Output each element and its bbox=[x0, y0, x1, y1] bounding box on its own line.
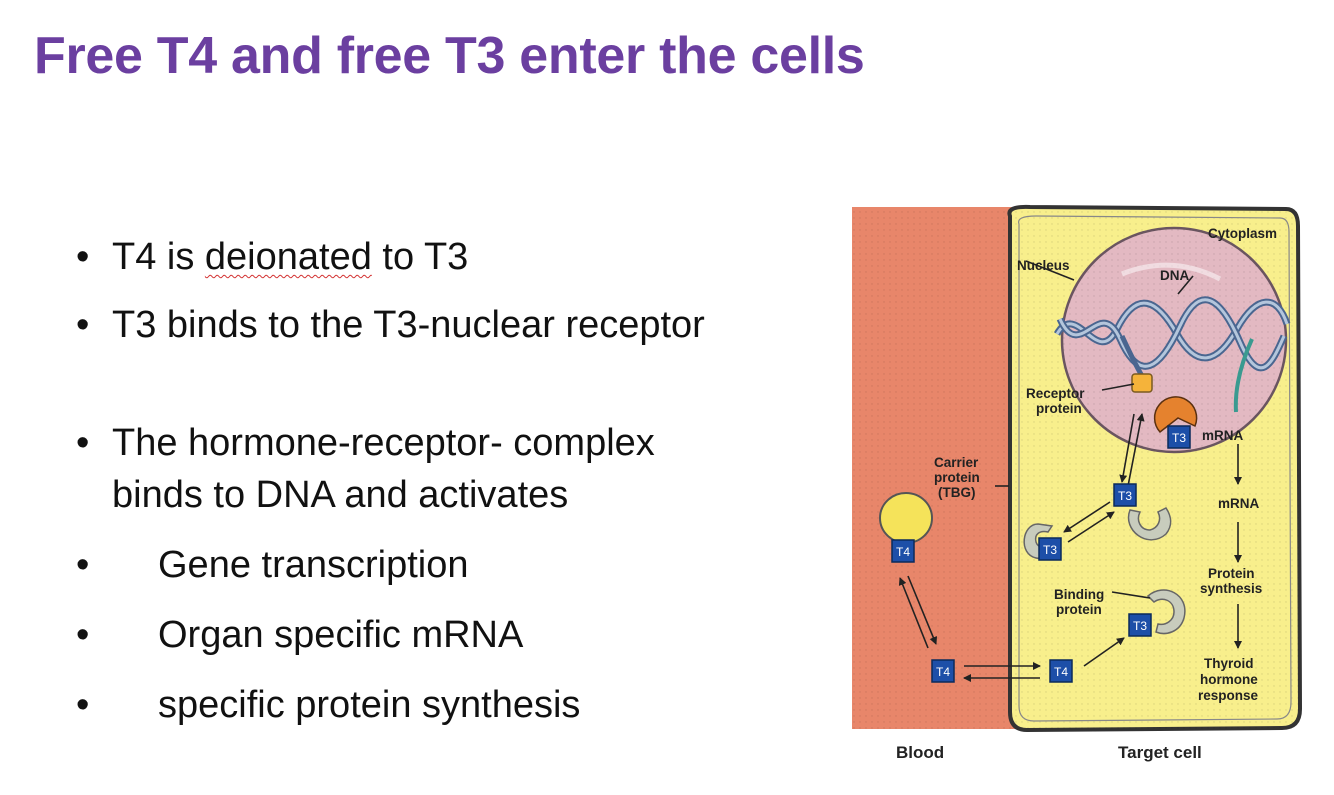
slide-title: Free T4 and free T3 enter the cells bbox=[34, 27, 865, 85]
label-protein-synthesis-line1: Protein bbox=[1208, 566, 1255, 581]
label-target-cell: Target cell bbox=[1118, 743, 1202, 762]
hormone-tag-label: T3 bbox=[1172, 431, 1186, 445]
bullet-text: T4 is deionated to T3 bbox=[112, 234, 468, 280]
hormone-tag-box bbox=[1128, 613, 1152, 637]
thyroid-hormone-action-diagram: T4 T4 T4 T3 T3 T3 T3 Cytoplasm Nucleus D… bbox=[852, 204, 1302, 762]
arrow-receptor-to-t3 bbox=[1119, 413, 1135, 483]
arrow-t4-to-carrier bbox=[898, 577, 929, 649]
label-response-line3: response bbox=[1198, 688, 1259, 703]
diagram-labels: Cytoplasm Nucleus DNA Receptor protein m… bbox=[934, 226, 1277, 703]
bullet-text: specific protein synthesis bbox=[158, 684, 581, 726]
hormone-t4-carrier: T4 bbox=[891, 539, 915, 563]
arrow-binding-to-t3 bbox=[1067, 511, 1115, 543]
spellcheck-flagged-word: deionated bbox=[204, 236, 372, 278]
label-mrna-nucleus: mRNA bbox=[1202, 428, 1244, 443]
label-dna: DNA bbox=[1160, 268, 1189, 283]
leader-binding bbox=[1111, 591, 1151, 599]
binding-protein-lower bbox=[1146, 589, 1186, 635]
bullet-text-start: T4 is bbox=[112, 236, 205, 278]
leader-dna bbox=[1177, 275, 1194, 295]
label-carrier-line1: Carrier bbox=[934, 455, 979, 470]
hormone-tag-box bbox=[891, 539, 915, 563]
cell-inner-outline bbox=[1018, 215, 1292, 722]
hormone-t3-binding: T3 bbox=[1128, 613, 1152, 637]
carrier-protein-tbg bbox=[879, 492, 933, 544]
label-response-line2: hormone bbox=[1200, 672, 1258, 687]
receptor-site bbox=[1131, 373, 1153, 393]
hormone-tag-label: T4 bbox=[1054, 665, 1068, 679]
hormone-t3-free: T3 bbox=[1113, 483, 1137, 507]
hormone-t4-cell: T4 bbox=[1049, 659, 1073, 683]
leader-nucleus bbox=[1025, 260, 1075, 281]
hormone-tag-label: T3 bbox=[1118, 489, 1132, 503]
label-response-line1: Thyroid bbox=[1204, 656, 1254, 671]
bullet-list: • T4 is deionated to T3 • T3 binds to th… bbox=[76, 234, 705, 726]
nucleus-highlight bbox=[1121, 262, 1222, 282]
bullet-text: T3 binds to the T3-nuclear receptor bbox=[112, 304, 705, 346]
bullet-text-line-1: The hormone-receptor- complex bbox=[112, 422, 655, 464]
bullet-dot: • bbox=[76, 304, 90, 346]
hormone-tag-label: T4 bbox=[936, 665, 950, 679]
leader-receptor bbox=[1101, 383, 1135, 391]
bullet-text: Organ specific mRNA bbox=[158, 614, 524, 656]
bullet-text-line-2: binds to DNA and activates bbox=[112, 474, 569, 516]
bullet-dot: • bbox=[76, 236, 90, 278]
binding-protein-center bbox=[1127, 507, 1172, 541]
bullet-dot: • bbox=[76, 614, 90, 656]
dna-strand-a-core bbox=[1055, 300, 1289, 360]
hormone-tag-box bbox=[1167, 425, 1191, 449]
label-receptor-line1: Receptor bbox=[1026, 386, 1085, 401]
bullet-text-end: to T3 bbox=[371, 236, 469, 278]
mrna-strand bbox=[1233, 338, 1254, 413]
hormone-tag-label: T3 bbox=[1043, 543, 1057, 557]
arrow-carrier-to-t4 bbox=[907, 575, 938, 645]
label-cytoplasm: Cytoplasm bbox=[1208, 226, 1277, 241]
label-protein-synthesis-line2: synthesis bbox=[1200, 581, 1262, 596]
hormone-tag-label: T4 bbox=[896, 545, 910, 559]
label-carrier-line3: (TBG) bbox=[938, 485, 976, 500]
arrow-t3-to-receptor bbox=[1127, 413, 1145, 487]
label-nucleus: Nucleus bbox=[1017, 258, 1070, 273]
arrow-t3-to-binding bbox=[1063, 501, 1111, 533]
arrow-t4-to-t3 bbox=[1083, 637, 1125, 667]
bullet-dot: • bbox=[76, 684, 90, 726]
bullet-dot: • bbox=[76, 422, 90, 464]
label-blood: Blood bbox=[896, 743, 944, 762]
hormone-t4-blood: T4 bbox=[931, 659, 955, 683]
hormone-tag-label: T3 bbox=[1133, 619, 1147, 633]
label-binding-line2: protein bbox=[1056, 602, 1102, 617]
label-mrna: mRNA bbox=[1218, 496, 1260, 511]
label-binding-line1: Binding bbox=[1054, 587, 1104, 602]
arrows bbox=[898, 260, 1242, 682]
label-carrier-line2: protein bbox=[934, 470, 980, 485]
hormone-tag-box bbox=[1113, 483, 1137, 507]
hormone-t3-left: T3 bbox=[1038, 537, 1062, 561]
label-receptor-line2: protein bbox=[1036, 401, 1082, 416]
receptor-protein bbox=[1153, 396, 1198, 434]
hormone-tag-box bbox=[931, 659, 955, 683]
hormone-tag-box bbox=[1038, 537, 1062, 561]
dna-strand-b-core bbox=[1058, 298, 1286, 370]
bullet-dot: • bbox=[76, 544, 90, 586]
hormone-t3-receptor: T3 bbox=[1167, 425, 1191, 449]
bullet-text: Gene transcription bbox=[158, 544, 469, 586]
hormone-tag-box bbox=[1049, 659, 1073, 683]
